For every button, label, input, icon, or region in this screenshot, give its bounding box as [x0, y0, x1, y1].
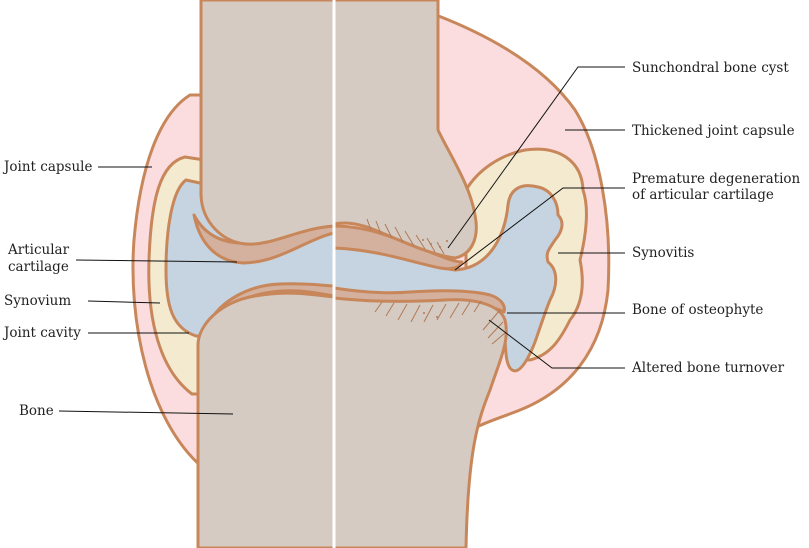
upper-bone-right: [332, 0, 478, 260]
label-bone-of-osteophyte: Bone of osteophyte: [632, 302, 763, 318]
label-premature-degeneration-line2: of articular cartilage: [632, 187, 774, 203]
label-synovitis: Synovitis: [632, 245, 694, 261]
lower-bone-left: [196, 291, 336, 548]
label-joint-capsule: Joint capsule: [2, 159, 92, 175]
left-leader-lines: [58, 166, 238, 415]
label-thickened-joint-capsule: Thickened joint capsule: [632, 123, 795, 139]
label-articular-cartilage-line1: Articular: [7, 242, 70, 258]
subchondral-cyst-dots: [422, 239, 448, 318]
label-articular-cartilage-line2: cartilage: [8, 259, 69, 275]
label-joint-cavity: Joint cavity: [2, 325, 81, 341]
normal-joint-half: [131, 0, 336, 548]
lower-bone-right: [332, 296, 508, 548]
label-synovium: Synovium: [4, 293, 71, 309]
label-altered-bone-turnover: Altered bone turnover: [631, 360, 785, 376]
label-premature-degeneration-line1: Premature degeneration: [632, 171, 801, 187]
upper-bone-left: [199, 0, 336, 246]
right-leader-lines: [447, 66, 625, 369]
osteoarthritic-joint-half: [332, 0, 611, 548]
label-subchondral-bone-cyst: Sunchondral bone cyst: [632, 60, 789, 76]
label-bone: Bone: [19, 403, 54, 419]
